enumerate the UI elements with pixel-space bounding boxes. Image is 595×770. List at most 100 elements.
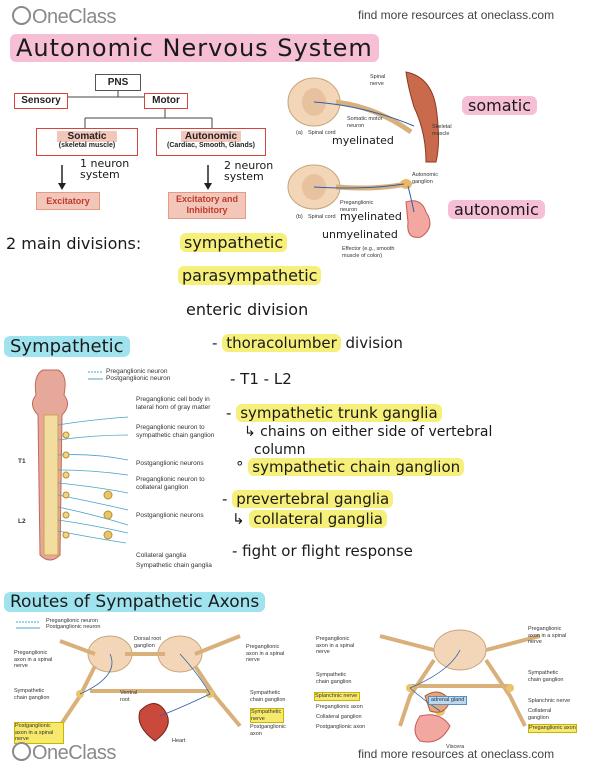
collateral-note: ↳ collateral ganglia bbox=[232, 510, 387, 528]
page-title: Autonomic Nervous System bbox=[10, 34, 379, 62]
somatic-note: somatic bbox=[462, 96, 538, 115]
fig3-b6: Collateral ganglion bbox=[316, 714, 362, 720]
fig2-label-5: Postganglionic neurons bbox=[136, 512, 204, 519]
fig2-l2: L2 bbox=[18, 518, 26, 525]
trunk-ganglia-text: sympathetic trunk ganglia bbox=[236, 404, 442, 422]
sensory-box: Sensory bbox=[14, 93, 68, 109]
somatic-label: Somatic bbox=[57, 131, 117, 142]
fig3-a2: Dorsal root ganglion bbox=[134, 636, 161, 649]
sympathetic-text: sympathetic bbox=[180, 233, 288, 252]
fig3-a7: Sympathetic nerve bbox=[250, 708, 284, 723]
pns-box: PNS bbox=[95, 74, 141, 91]
fig3-b7: Postganglionic axon bbox=[316, 724, 366, 730]
chain-ganglion-text: sympathetic chain ganglion bbox=[248, 458, 465, 476]
autonomic-note-text: autonomic bbox=[448, 200, 545, 219]
fig3-b3: Sympathetic chain ganglion bbox=[316, 672, 352, 685]
thoracolumbar-rest: division bbox=[345, 334, 403, 352]
chain-ganglion-note: ° sympathetic chain ganglion bbox=[236, 458, 465, 476]
fig3-b2: Preganglionic axon in a spinal nerve bbox=[528, 626, 567, 645]
fig3-a6: Sympathetic chain ganglion bbox=[250, 690, 286, 703]
fig3-b5: Preganglionic axon bbox=[316, 704, 363, 710]
header-tagline[interactable]: find more resources at oneclass.com bbox=[358, 8, 555, 22]
oneclass-logo: OneClass bbox=[12, 6, 116, 29]
fig3-b8: Sympathetic chain ganglion bbox=[528, 670, 564, 683]
autonomic-box: Autonomic (Cardiac, Smooth, Glands) bbox=[156, 128, 266, 156]
division-sympathetic: sympathetic bbox=[180, 233, 288, 252]
label-b: (b) bbox=[296, 214, 303, 220]
prevertebral-text: prevertebral ganglia bbox=[232, 490, 394, 508]
parasympathetic-text: parasympathetic bbox=[178, 266, 322, 285]
sympathetic-heading-text: Sympathetic bbox=[4, 336, 130, 357]
fig3-b10: Collateral ganglion bbox=[528, 708, 552, 721]
somatic-motor-label: Somatic motor neuron bbox=[347, 116, 383, 129]
bullet-trunk-ganglia: - sympathetic trunk ganglia bbox=[226, 404, 442, 422]
autonomic-sub: (Cardiac, Smooth, Glands) bbox=[167, 142, 255, 149]
fig3-b12: Viscera bbox=[446, 744, 465, 750]
unmyelinated-note: unmyelinated bbox=[322, 228, 398, 241]
somatic-sub: (skeletal muscle) bbox=[58, 142, 116, 149]
fig2-label-4: Preganglionic neuron to collateral gangl… bbox=[136, 476, 205, 491]
fig2-label-7: Sympathetic chain ganglia bbox=[136, 562, 212, 569]
preganglionic-label: Preganglionic neuron bbox=[340, 200, 374, 213]
fig3-b11: Preganglionic axon bbox=[528, 724, 577, 733]
fig3-b13: adrenal gland bbox=[428, 696, 468, 705]
routes-figure-left bbox=[16, 621, 242, 742]
effector-label: Effector (e.g., smooth muscle of colon) bbox=[342, 246, 395, 259]
fig3-legend-post: Postganglionic neuron bbox=[46, 624, 101, 630]
title-text: Autonomic Nervous System bbox=[10, 34, 379, 62]
fig3-a10: Heart bbox=[172, 738, 186, 744]
autonomic-note: autonomic bbox=[448, 200, 545, 219]
fig3-legend-pre: Preganglionic neuron bbox=[46, 618, 98, 624]
enteric-division: enteric division bbox=[186, 300, 309, 319]
myelinated-note-1: myelinated bbox=[332, 134, 394, 147]
thoracolumbar-text: thoracolumber bbox=[222, 334, 341, 352]
fig2-legend-pre: Preganglionic neuron bbox=[106, 368, 168, 375]
skeletal-muscle-label: Skeletal muscle bbox=[432, 124, 452, 137]
myelinated-note-2: myelinated bbox=[340, 210, 402, 223]
excit-inhib-box: Excitatory and Inhibitory bbox=[168, 192, 246, 219]
sympathetic-heading: Sympathetic bbox=[4, 336, 130, 357]
fig3-a3: Preganglionic axon in a spinal nerve bbox=[246, 644, 285, 663]
bullet-t1-l2: - T1 - L2 bbox=[230, 370, 292, 388]
fig2-label-1: Preganglionic cell body in lateral horn … bbox=[136, 396, 211, 411]
two-neuron-note: 2 neuron system bbox=[224, 159, 274, 183]
fig3-a9: Postganglionic axon bbox=[250, 724, 286, 737]
fig2-label-2: Preganglionic neuron to sympathetic chai… bbox=[136, 424, 215, 439]
bullet-prevertebral: - prevertebral ganglia bbox=[222, 490, 394, 508]
spinal-cord-label-b: Spinal cord bbox=[308, 214, 336, 220]
two-main-divisions: 2 main divisions: bbox=[6, 234, 142, 253]
logo-circle-icon-footer bbox=[12, 742, 31, 761]
collateral-text: collateral ganglia bbox=[249, 510, 387, 528]
logo-text: OneClass bbox=[32, 6, 116, 28]
motor-box: Motor bbox=[144, 93, 188, 109]
oneclass-logo-footer: OneClass bbox=[12, 742, 116, 765]
bullet-fight-flight: - fight or flight response bbox=[232, 542, 413, 560]
fig3-a5: Ventral root bbox=[120, 690, 138, 703]
fig3-b9: Splanchnic nerve bbox=[528, 698, 571, 704]
fig2-legend-post: Postganglionic neuron bbox=[106, 375, 171, 382]
one-neuron-note: 1 neuron system bbox=[80, 157, 130, 181]
column-note: column bbox=[254, 442, 306, 458]
excitatory-box: Excitatory bbox=[36, 192, 100, 210]
fig2-label-6: Collateral ganglia bbox=[136, 552, 187, 559]
fig3-a4: Sympathetic chain ganglion bbox=[14, 688, 50, 701]
bullet-thoracolumbar: - thoracolumber division bbox=[212, 334, 403, 352]
spinal-nerve-label: Spinal nerve bbox=[370, 74, 386, 87]
somatic-note-text: somatic bbox=[462, 96, 538, 115]
fig2-label-3: Postganglionic neurons bbox=[136, 460, 204, 467]
fig3-a8: Postganglionic axon in a spinal nerve bbox=[14, 722, 64, 744]
fig3-b4: Splanchnic nerve bbox=[314, 692, 360, 701]
fig2-t1: T1 bbox=[18, 458, 26, 465]
neuron-pathway-figure bbox=[286, 62, 456, 242]
somatic-box: Somatic (skeletal muscle) bbox=[36, 128, 138, 156]
logo-circle-icon bbox=[12, 6, 31, 25]
sympathetic-chain-figure bbox=[32, 369, 129, 561]
footer-tagline[interactable]: find more resources at oneclass.com bbox=[358, 747, 555, 761]
autonomic-label: Autonomic bbox=[181, 131, 241, 142]
label-a: (a) bbox=[296, 130, 303, 136]
routes-heading-text: Routes of Sympathetic Axons bbox=[4, 592, 266, 612]
routes-heading: Routes of Sympathetic Axons bbox=[4, 592, 266, 612]
fig3-b1: Preganglionic axon in a spinal nerve bbox=[316, 636, 355, 655]
spinal-cord-label-a: Spinal cord bbox=[308, 130, 336, 136]
fig3-a1: Preganglionic axon in a spinal nerve bbox=[14, 650, 53, 669]
